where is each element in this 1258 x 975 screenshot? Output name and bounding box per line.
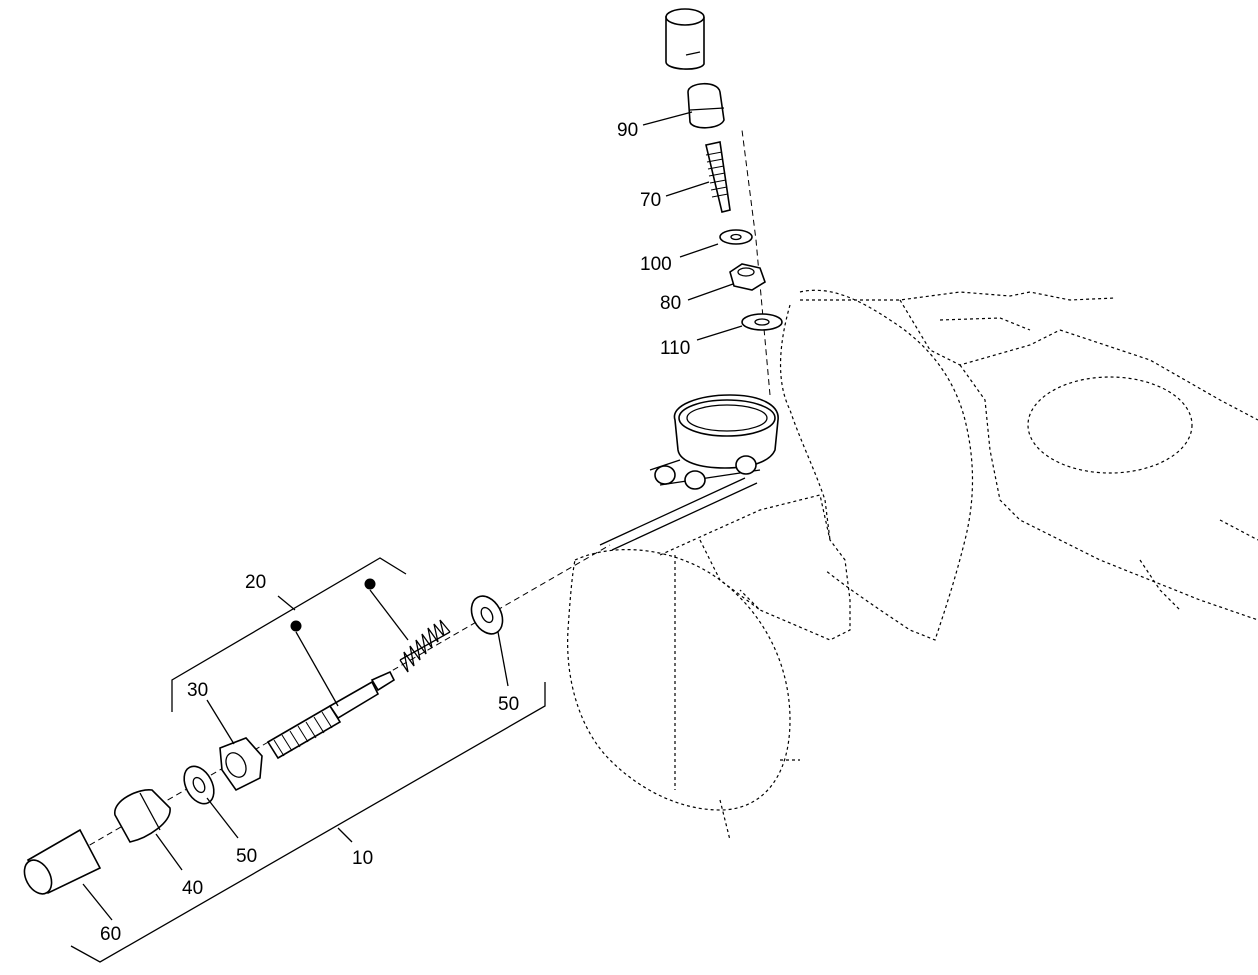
part-110-washer-hole xyxy=(754,318,770,326)
callout-110: 110 xyxy=(660,338,690,359)
transmission-housing xyxy=(567,289,1258,841)
upper-valve-assembly xyxy=(665,8,783,331)
leader-lines xyxy=(82,111,743,921)
top-cap xyxy=(665,8,705,70)
assembly-axis-lines xyxy=(54,129,771,866)
callout-90: 90 xyxy=(617,120,638,141)
callout-10: 10 xyxy=(352,848,373,869)
callout-70: 70 xyxy=(640,190,661,211)
spring xyxy=(399,619,451,673)
part-50-washer-left xyxy=(183,765,215,805)
bracket-20 xyxy=(171,557,407,712)
part-50-washer-right xyxy=(470,595,504,635)
callout-labels: 90 70 100 80 110 20 30 50 50 10 40 60 xyxy=(100,120,690,945)
part-100-washer xyxy=(719,229,753,245)
callout-30: 30 xyxy=(187,680,208,701)
callout-50-right: 50 xyxy=(498,694,519,715)
kit-dot-spindle xyxy=(290,620,302,632)
part-20-spindle xyxy=(266,670,396,760)
callout-100: 100 xyxy=(640,254,672,275)
callout-50-left: 50 xyxy=(236,846,257,867)
part-40-cap-nut xyxy=(114,789,171,843)
kit-dot-spring xyxy=(364,578,376,590)
callout-60: 60 xyxy=(100,924,121,945)
bracket-10 xyxy=(70,682,546,963)
callout-80: 80 xyxy=(660,293,681,314)
lower-valve-assembly xyxy=(23,595,504,895)
part-60-cover-tube xyxy=(23,828,102,895)
callout-40: 40 xyxy=(182,878,203,899)
part-30-hex-nut xyxy=(219,737,263,792)
callout-20: 20 xyxy=(245,572,266,593)
part-80-lock-nut xyxy=(729,263,766,291)
part-110-washer xyxy=(741,313,783,331)
part-100-washer-hole xyxy=(730,233,742,241)
part-90-cap-nut xyxy=(687,82,725,129)
part-70-adjusting-screw xyxy=(705,141,731,213)
group-brackets xyxy=(70,557,546,963)
